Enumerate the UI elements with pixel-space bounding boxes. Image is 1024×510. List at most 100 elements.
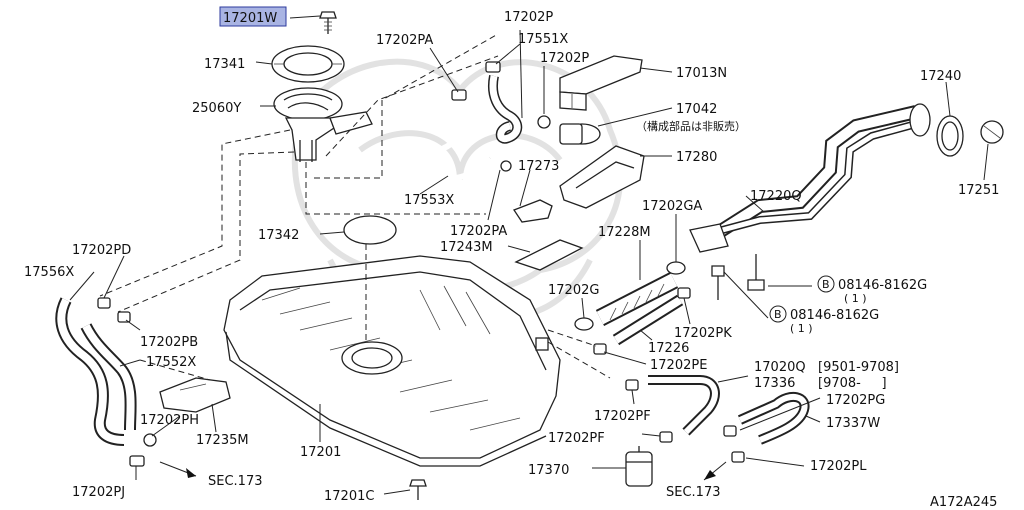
- bracket-17273: [500, 160, 553, 223]
- clamp-17202ph: [143, 433, 157, 447]
- fuel-tank-17201: [223, 255, 561, 467]
- clamp-17202pe: [593, 343, 607, 355]
- filler-seal-17240: [936, 115, 964, 157]
- label-17337w[interactable]: 17337W: [826, 416, 880, 431]
- evap-hose-17553x: [428, 98, 492, 182]
- label-17552x[interactable]: 17552X: [146, 355, 196, 370]
- evap-hose-17551x: [485, 61, 523, 144]
- label-17202pa-top[interactable]: 17202PA: [376, 33, 433, 48]
- fuel-pump-sender-unit: [273, 87, 373, 162]
- label-17243m[interactable]: 17243M: [440, 240, 493, 255]
- label-17202g[interactable]: 17202G: [548, 283, 599, 298]
- bolt-symbol-lower: B: [774, 308, 782, 321]
- label-17201c[interactable]: 17201C: [324, 489, 374, 504]
- bolt-symbol-lower-circle: [769, 305, 787, 323]
- tank-bolt-17201c: [409, 479, 427, 500]
- label-17336[interactable]: 17336: [754, 376, 795, 391]
- hose-17226: [612, 294, 684, 346]
- label-17553x[interactable]: 17553X: [404, 193, 454, 208]
- label-17336-range: [9708- ]: [818, 376, 887, 391]
- gasket-17342: [343, 215, 397, 245]
- leader-lines: [69, 15, 989, 495]
- label-bolt-qty-upper: ( 1 ): [844, 292, 867, 305]
- label-17235m[interactable]: 17235M: [196, 433, 249, 448]
- label-17202pe[interactable]: 17202PE: [650, 358, 707, 373]
- figure-id: A172A245: [930, 495, 997, 510]
- clamp-17202pf-upper: [625, 379, 639, 391]
- label-17251[interactable]: 17251: [958, 183, 999, 198]
- label-bolt-08146-upper[interactable]: 08146-8162G: [838, 278, 927, 293]
- label-17202p-top[interactable]: 17202P: [504, 10, 553, 25]
- fuel-pump-bolt: [319, 11, 337, 34]
- clamp-17202pb: [117, 311, 131, 323]
- hose-17552x: [80, 323, 137, 431]
- bracket-17235m: [159, 377, 231, 413]
- arrow-sec-right: [703, 461, 727, 481]
- label-17556x[interactable]: 17556X: [24, 265, 74, 280]
- label-17202p-mid[interactable]: 17202P: [540, 51, 589, 66]
- label-17342[interactable]: 17342: [258, 228, 299, 243]
- label-17202pb[interactable]: 17202PB: [140, 335, 198, 350]
- part-labels: 17201W 17341 25060Y 17202PA 17202P 17551…: [24, 6, 999, 510]
- label-17551x[interactable]: 17551X: [518, 32, 568, 47]
- label-17202ga[interactable]: 17202GA: [642, 199, 702, 214]
- hose-17228m: [595, 271, 679, 327]
- label-17202pd[interactable]: 17202PD: [72, 243, 131, 258]
- arrow-sec-left: [159, 461, 197, 478]
- label-sec-173-left[interactable]: SEC.173: [208, 474, 263, 489]
- dashed-assembly-lines: [99, 33, 611, 381]
- clamp-17202pl: [731, 451, 745, 463]
- label-17273[interactable]: 17273: [518, 159, 559, 174]
- rollover-valve-17042: [559, 123, 601, 145]
- label-17202pf-a[interactable]: 17202PF: [594, 409, 651, 424]
- label-17220q[interactable]: 17220Q: [750, 189, 802, 204]
- highlighted-part-box: [219, 6, 287, 27]
- protector-17280: [559, 145, 645, 209]
- label-sec-173-right[interactable]: SEC.173: [666, 485, 721, 500]
- label-17280[interactable]: 17280: [676, 150, 717, 165]
- filler-tube-17220q: [689, 103, 931, 253]
- label-17202pg[interactable]: 17202PG: [826, 393, 885, 408]
- label-17202pa-mid[interactable]: 17202PA: [450, 224, 507, 239]
- label-17202pl[interactable]: 17202PL: [810, 459, 867, 474]
- clamp-17202pg: [723, 425, 737, 437]
- clamp-17202pa-top: [451, 89, 467, 101]
- hose-17337w: [737, 391, 810, 445]
- hose-17020q-17336: [648, 375, 720, 436]
- clamp-17202p-mid: [537, 115, 551, 129]
- label-17013n[interactable]: 17013N: [676, 66, 727, 81]
- filler-cap-17251: [980, 120, 1004, 144]
- label-17201[interactable]: 17201: [300, 445, 341, 460]
- insulator-17243m: [514, 239, 584, 271]
- bolt-symbol-upper-circle: [817, 275, 835, 293]
- label-17042-note: （構成部品は非販売）: [636, 119, 746, 133]
- clamp-17202pj: [129, 455, 145, 467]
- lock-ring: [271, 45, 345, 83]
- label-17020q-range: [9501-9708]: [818, 360, 899, 375]
- clamp-17202pf-lower: [659, 431, 673, 443]
- label-17020q[interactable]: 17020Q: [754, 360, 806, 375]
- clamp-17202pd: [97, 297, 111, 309]
- label-17370[interactable]: 17370: [528, 463, 569, 478]
- label-17202pk[interactable]: 17202PK: [674, 326, 732, 341]
- label-bolt-08146-lower[interactable]: 08146-8162G: [790, 308, 879, 323]
- label-17202pf-b[interactable]: 17202PF: [548, 431, 605, 446]
- bolt-symbol-upper: B: [822, 278, 830, 291]
- label-17341[interactable]: 17341: [204, 57, 245, 72]
- hose-17556x: [55, 297, 125, 446]
- label-17228m[interactable]: 17228M: [598, 225, 651, 240]
- fuel-filter-17370: [625, 446, 653, 487]
- label-17202pj[interactable]: 17202PJ: [72, 485, 125, 500]
- charcoal-canister-bracket-17013n: [559, 55, 643, 111]
- bolt-08146-upper: [747, 254, 765, 291]
- label-25060y[interactable]: 25060Y: [192, 101, 241, 116]
- label-17201w[interactable]: 17201W: [223, 11, 277, 26]
- clamp-17202pk: [677, 287, 691, 299]
- label-17042[interactable]: 17042: [676, 102, 717, 117]
- label-17202ph[interactable]: 17202PH: [140, 413, 199, 428]
- label-17226[interactable]: 17226: [648, 341, 689, 356]
- bolt-08146-lower: [711, 265, 725, 300]
- label-17240[interactable]: 17240: [920, 69, 961, 84]
- clamp-17202g: [574, 317, 594, 331]
